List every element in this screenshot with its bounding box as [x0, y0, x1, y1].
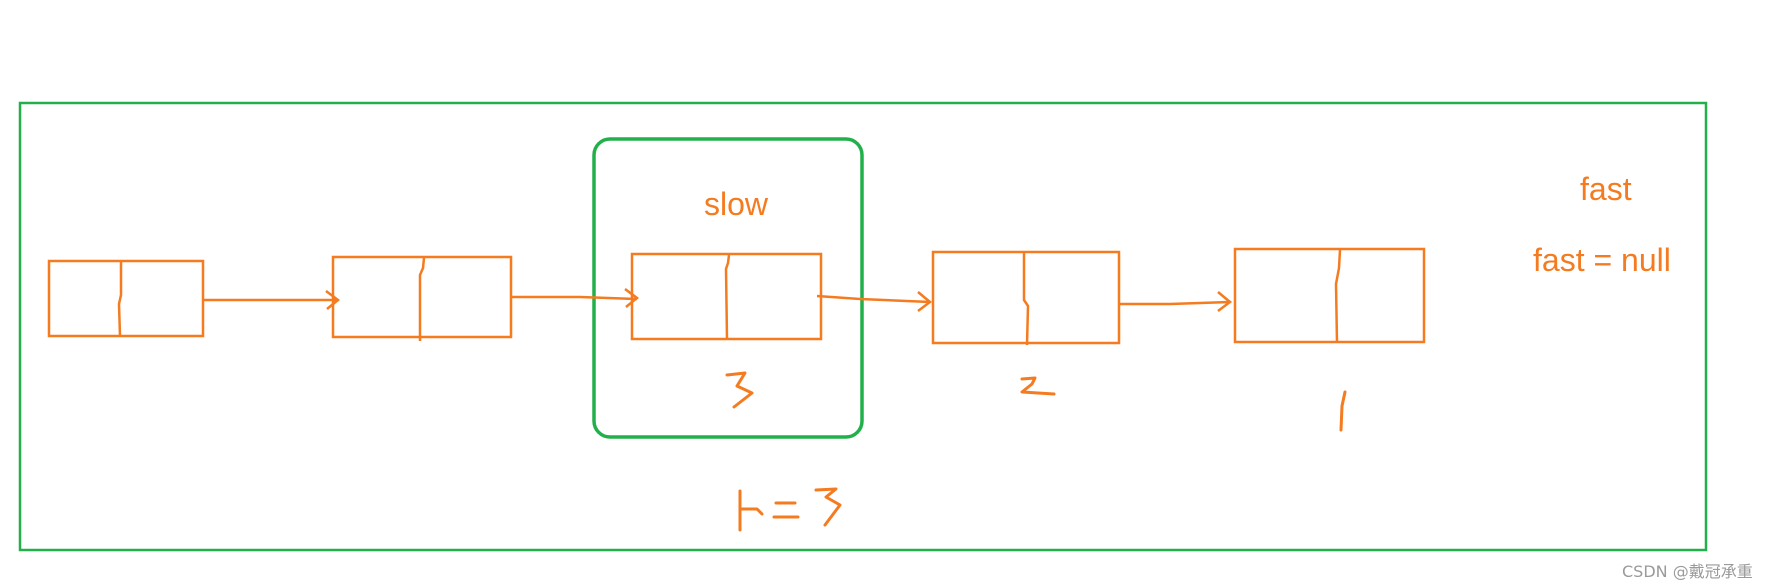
node-1-box — [47, 259, 205, 338]
arrow-2-to-3 — [511, 288, 640, 308]
node-4-box — [931, 250, 1121, 345]
list-node-2 — [331, 255, 513, 341]
node-1-divider — [117, 262, 123, 337]
node-3-divider — [724, 254, 731, 340]
index-label-2 — [1020, 376, 1056, 396]
list-node-1 — [47, 259, 205, 338]
slow-highlight-box — [592, 137, 864, 439]
list-node-5 — [1233, 247, 1426, 344]
arrow-4-to-5 — [1119, 291, 1233, 312]
list-node-3 — [630, 252, 823, 341]
outer-frame — [18, 101, 1708, 552]
index-label-3 — [725, 371, 754, 409]
node-4-divider — [1022, 253, 1030, 346]
arrow-3-to-4 — [816, 291, 933, 312]
fast-pointer-label: fast — [1580, 171, 1632, 207]
arrow-1-to-2 — [203, 290, 341, 310]
handwritten-k-equals-3 — [738, 487, 842, 532]
list-node-4 — [931, 250, 1121, 346]
slow-pointer-label: slow — [704, 186, 769, 222]
node-5-box — [1233, 247, 1426, 344]
node-5-divider — [1334, 249, 1342, 344]
index-label-1 — [1339, 390, 1347, 432]
watermark: CSDN @戴冠承重 — [1622, 562, 1753, 581]
node-2-divider — [418, 257, 426, 341]
fast-null-condition-label: fast = null — [1533, 242, 1671, 278]
